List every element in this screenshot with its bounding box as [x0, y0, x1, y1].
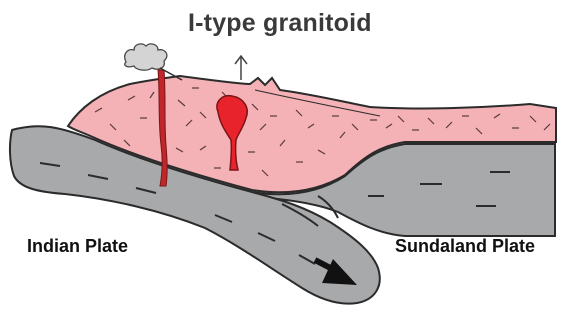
ash-cloud: [125, 44, 167, 70]
sundaland-plate-label: Sundaland Plate: [395, 236, 535, 257]
indian-plate-label: Indian Plate: [27, 236, 128, 257]
up-arrow-icon: [235, 56, 247, 80]
diagram-title: I-type granitoid: [188, 9, 372, 38]
